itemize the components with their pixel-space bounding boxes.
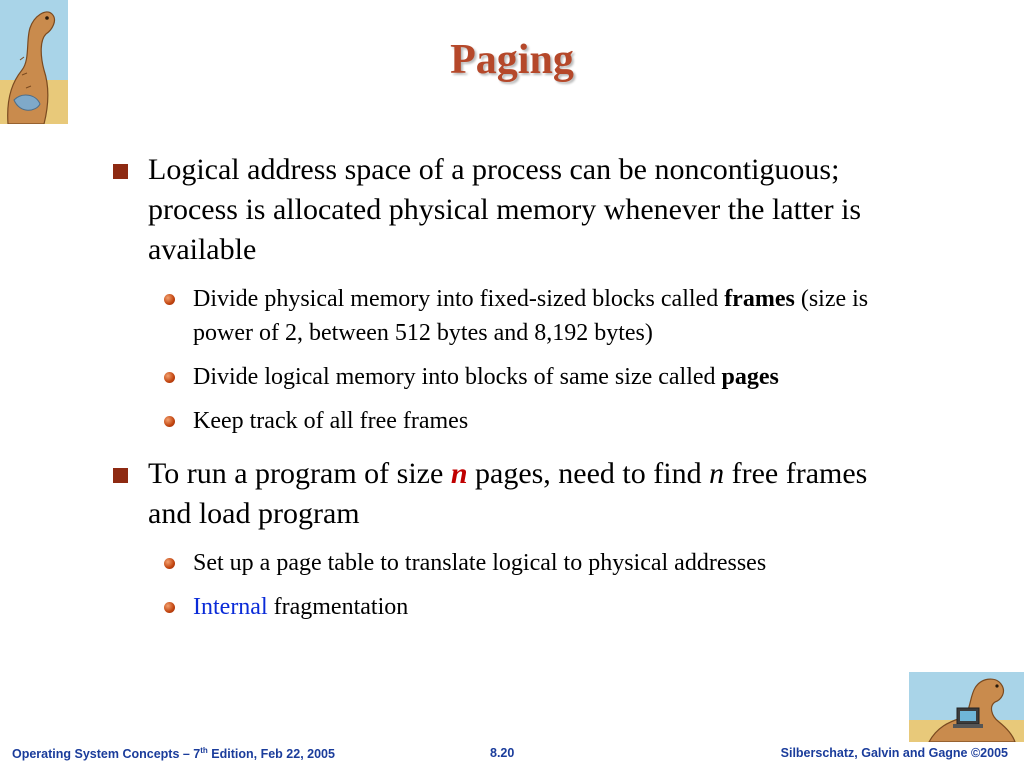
footer-left: Operating System Concepts – 7th Edition,… [12,746,335,761]
dinosaur-laptop-image [909,672,1024,742]
bullet-2-text-b: pages, need to find [467,457,710,490]
square-bullet-icon [113,468,128,483]
slide-title: Paging [450,37,574,83]
slide-content: Logical address space of a process can b… [110,150,900,634]
round-bullet-icon [164,372,175,383]
round-bullet-icon [164,416,175,427]
footer-right: Silberschatz, Galvin and Gagne ©2005 [780,746,1008,760]
sub-bullet-1-2: Divide logical memory into blocks of sam… [164,360,900,394]
footer-book-title: Operating System Concepts – 7 [12,747,201,762]
sub-bullet-2-1: Set up a page table to translate logical… [164,546,900,580]
bullet-1: Logical address space of a process can b… [110,150,900,270]
dinosaur-corner-image [0,0,68,124]
variable-n-highlight: n [450,457,468,490]
sub-bullet-1-1-text-a: Divide physical memory into fixed-sized … [193,286,725,312]
term-pages: pages [721,364,779,390]
sub-bullet-1-1: Divide physical memory into fixed-sized … [164,282,900,350]
term-frames: frames [724,286,795,312]
square-bullet-icon [113,164,128,179]
bullet-2-text-a: To run a program of size [148,457,451,490]
round-bullet-icon [164,294,175,305]
bullet-1-text: Logical address space of a process can b… [148,153,862,266]
sub-bullet-2-2-text: fragmentation [267,594,409,620]
page-number: 8.20 [490,746,515,760]
footer-book-date: Edition, Feb 22, 2005 [207,747,335,762]
sub-bullet-1-1-text-c: (size is power of 2, between 512 bytes a… [193,286,869,346]
variable-n: n [709,457,725,490]
sub-bullet-2-2: Internal fragmentation [164,590,900,624]
term-internal-link[interactable]: Internal [193,594,268,620]
sub-bullet-1-2-text-a: Divide logical memory into blocks of sam… [193,364,722,390]
round-bullet-icon [164,558,175,569]
bullet-2: To run a program of size n pages, need t… [110,454,900,534]
bullet-2-text-c: free frames and load program [148,457,868,530]
sub-bullet-1-3: Keep track of all free frames [164,404,900,438]
footer-edition-suffix: th [200,746,208,755]
sub-bullet-2-1-text: Set up a page table to translate logical… [193,550,767,576]
round-bullet-icon [164,602,175,613]
sub-bullet-1-3-text: Keep track of all free frames [193,408,469,434]
